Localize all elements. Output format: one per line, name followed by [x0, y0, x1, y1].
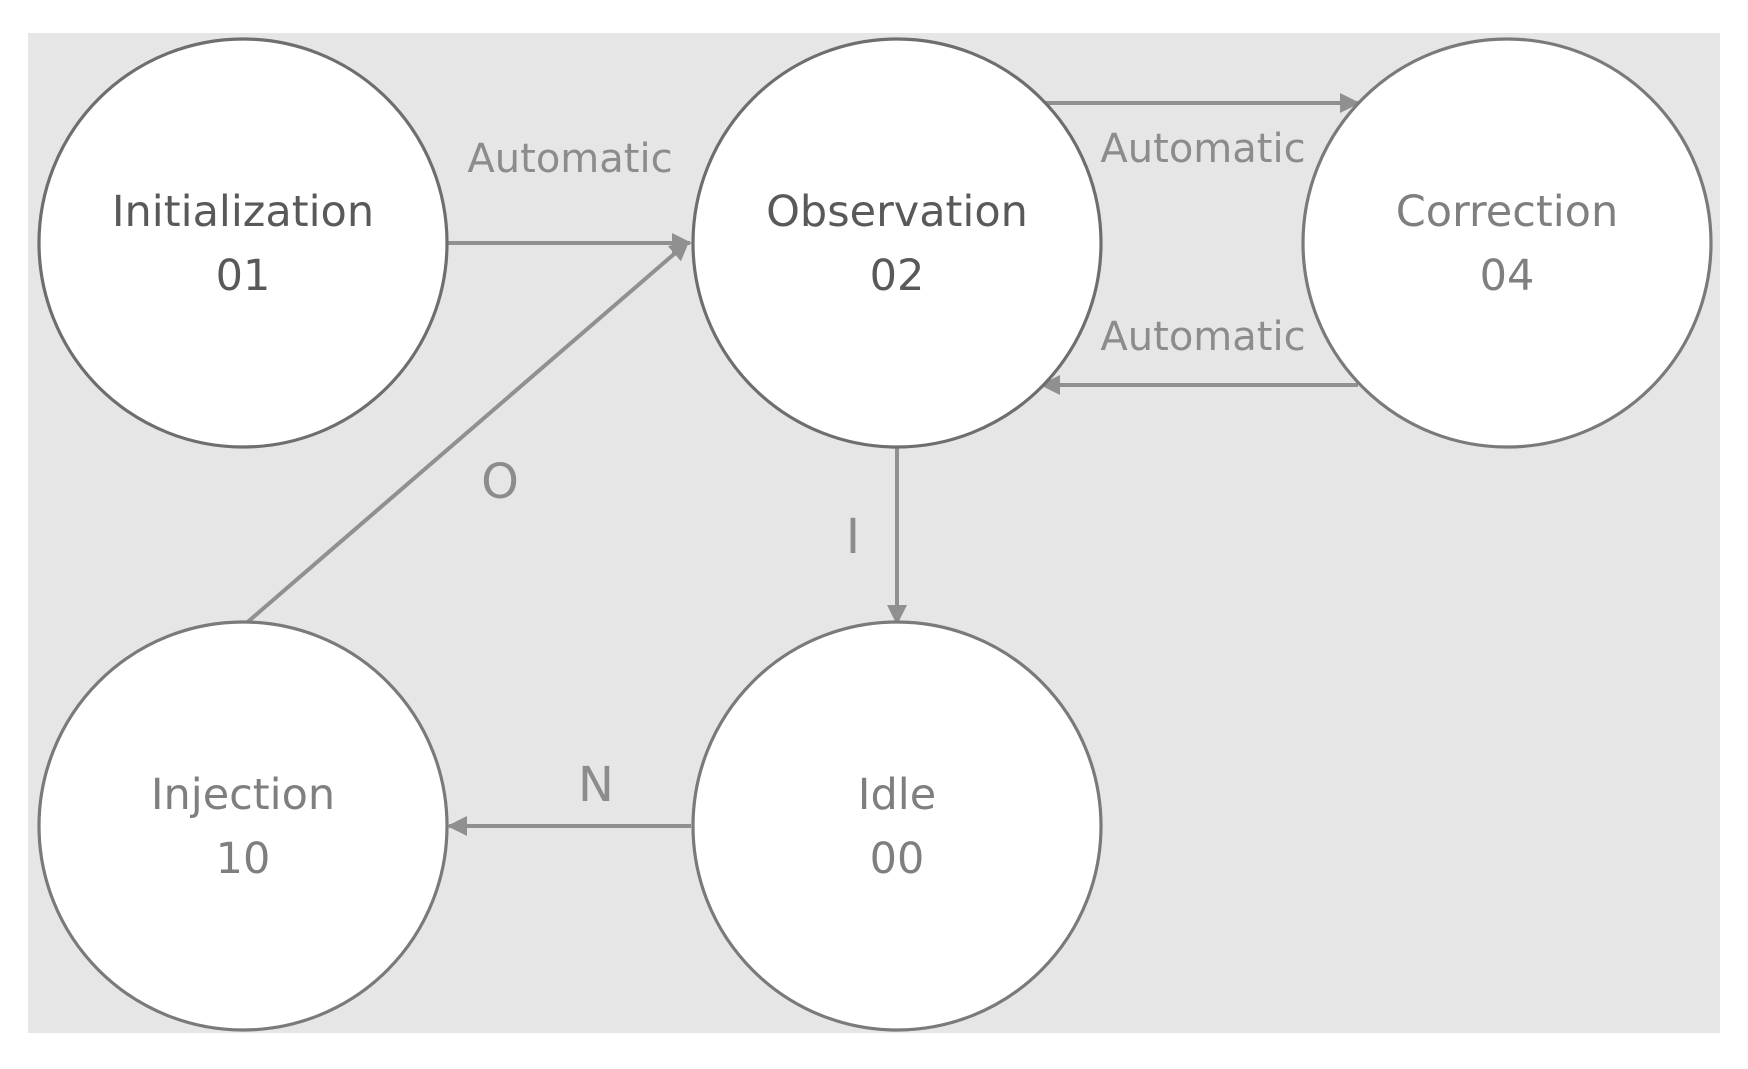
transition-label: Automatic: [1100, 126, 1305, 172]
state-name: Observation: [766, 187, 1028, 237]
state-injection: Injection 10: [37, 620, 449, 1032]
state-code: 01: [216, 251, 271, 301]
transition-idle-to-injection: N: [447, 757, 691, 836]
state-code: 02: [870, 251, 925, 301]
state-circle: [37, 620, 449, 1032]
transition-label: O: [481, 454, 519, 510]
state-observation: Observation 02: [691, 37, 1103, 449]
state-code: 10: [216, 834, 271, 884]
state-circle: [37, 37, 449, 449]
state-code: 00: [870, 834, 925, 884]
transition-arrow: [241, 240, 690, 628]
state-circle: [691, 37, 1103, 449]
transition-label: Automatic: [1100, 314, 1305, 360]
state-name: Correction: [1396, 187, 1618, 237]
transition-label: N: [578, 757, 614, 813]
state-circle: [691, 620, 1103, 1032]
transition-injection-to-observation: O: [241, 240, 690, 628]
transition-observation-to-idle: I: [846, 442, 907, 625]
state-idle: Idle 00: [691, 620, 1103, 1032]
transition-observation-to-correction: Automatic: [1040, 93, 1360, 172]
state-correction: Correction 04: [1301, 37, 1713, 449]
state-initialization: Initialization 01: [37, 37, 449, 449]
state-code: 04: [1480, 251, 1535, 301]
state-name: Initialization: [112, 187, 374, 237]
state-name: Idle: [858, 770, 936, 820]
state-circle: [1301, 37, 1713, 449]
transition-label: I: [846, 509, 860, 565]
state-name: Injection: [151, 770, 335, 820]
transition-label: Automatic: [467, 136, 672, 182]
transition-correction-to-observation: Automatic: [1040, 314, 1358, 395]
transition-init-to-observation: Automatic: [445, 136, 692, 253]
